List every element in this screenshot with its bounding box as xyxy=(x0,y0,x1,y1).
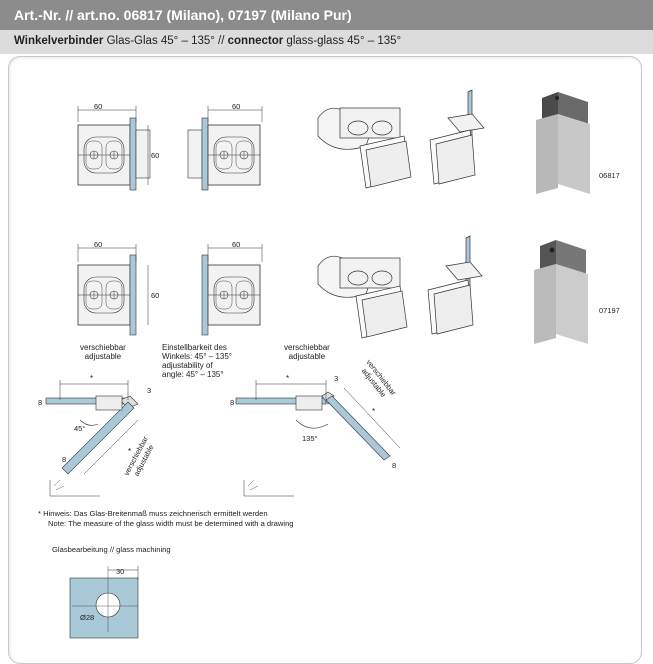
dim-8-135-top: 8 xyxy=(230,398,234,407)
dim-width-60-row1-left: 60 xyxy=(94,102,102,111)
dim-width-60-row2-left: 60 xyxy=(94,240,102,249)
drawing-plan-135 xyxy=(235,380,401,497)
dim-8-135-bottom: 8 xyxy=(392,461,396,470)
dim-width-60-row2-right: 60 xyxy=(232,240,240,249)
dim-star-45-diag: * xyxy=(128,447,131,456)
drawing-plan-45 xyxy=(45,380,139,497)
page-title: Art.-Nr. // art.no. 06817 (Milano), 0719… xyxy=(14,7,352,23)
drawing-front-left-07197 xyxy=(77,244,149,336)
angle-adjustability-label: Einstellbarkeit des Winkels: 45° – 135° … xyxy=(162,343,232,379)
drawing-iso-1-06817 xyxy=(317,107,412,189)
dim-hole-d28: Ø28 xyxy=(80,613,94,622)
product-photo-07197 xyxy=(534,240,588,344)
note-de: * Hinweis: Das Glas-Breitenmaß muss zeic… xyxy=(38,509,268,518)
dim-star-135-diag: * xyxy=(372,407,375,416)
dim-8-45-top: 8 xyxy=(38,398,42,407)
article-code-06817: 06817 xyxy=(599,171,620,180)
note-en: Note: The measure of the glass width mus… xyxy=(48,519,294,528)
dim-3-45: 3 xyxy=(147,386,151,395)
dim-star-45-top: * xyxy=(90,374,93,383)
dim-3-135: 3 xyxy=(334,374,338,383)
angle-45: 45° xyxy=(74,424,85,433)
dim-hole-30: 30 xyxy=(116,567,124,576)
angle-135: 135° xyxy=(302,434,318,443)
drawing-front-right-07197 xyxy=(201,244,263,336)
header-bar: Art.-Nr. // art.no. 06817 (Milano), 0719… xyxy=(0,0,653,30)
drawing-iso-2-06817 xyxy=(429,89,485,185)
article-code-07197: 07197 xyxy=(599,306,620,315)
product-photo-06817 xyxy=(536,92,590,194)
drawing-glass-machining xyxy=(69,566,139,639)
drawing-front-left-06817 xyxy=(77,106,151,191)
dim-height-60-row1: 60 xyxy=(151,151,159,160)
drawing-iso-2-07197 xyxy=(427,235,483,335)
adjustable-label-middle: verschiebbar adjustable xyxy=(284,343,330,361)
glass-machining-title: Glasbearbeitung // glass machining xyxy=(52,545,171,554)
subtitle-bar: Winkelverbinder Glas-Glas 45° – 135° // … xyxy=(0,30,653,54)
drawing-front-right-06817 xyxy=(187,106,263,191)
dim-width-60-row1-right: 60 xyxy=(232,102,240,111)
drawing-iso-1-07197 xyxy=(317,255,408,339)
dim-8-45-bottom: 8 xyxy=(62,455,66,464)
dim-height-60-row2: 60 xyxy=(151,291,159,300)
dim-star-135-top: * xyxy=(286,374,289,383)
adjustable-label-left: verschiebbar adjustable xyxy=(80,343,126,361)
product-subtitle: Winkelverbinder Glas-Glas 45° – 135° // … xyxy=(14,35,402,47)
